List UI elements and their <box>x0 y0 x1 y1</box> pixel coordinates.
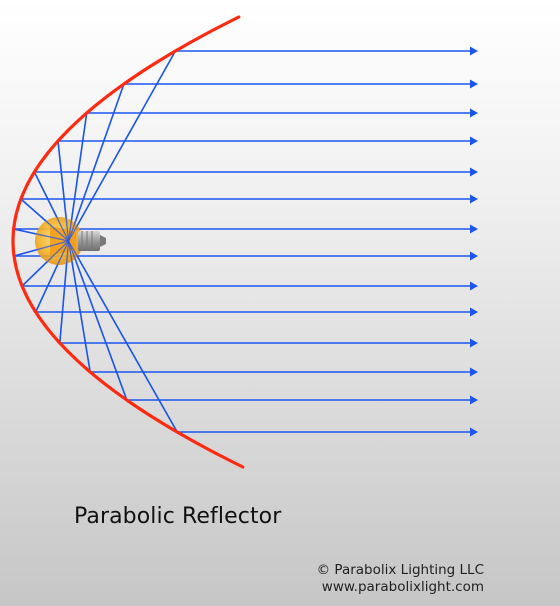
incident-ray-overlay <box>57 140 70 242</box>
arrowhead-icon <box>470 338 478 348</box>
parabolic-reflector-curve <box>11 15 245 469</box>
light-ray <box>33 167 478 242</box>
incident-ray-overlay <box>21 240 69 287</box>
incident-ray-overlay <box>35 240 70 313</box>
arrowhead-icon <box>470 167 478 177</box>
incident-ray-overlay <box>20 198 69 242</box>
light-ray <box>59 240 478 348</box>
arrowhead-icon <box>470 79 478 89</box>
copyright-credit: © Parabolix Lighting LLC www.parabolixli… <box>317 562 484 596</box>
arrowhead-icon <box>470 251 478 261</box>
incident-ray-overlay <box>13 240 69 257</box>
arrowhead-icon <box>470 307 478 317</box>
copyright-line: © Parabolix Lighting LLC <box>316 562 484 578</box>
arrowhead-icon <box>470 281 478 291</box>
light-ray <box>67 46 478 242</box>
light-ray <box>67 240 478 437</box>
incident-ray-overlay <box>68 240 178 433</box>
arrowhead-icon <box>470 46 478 56</box>
light-ray <box>57 136 478 242</box>
arrowhead-icon <box>470 224 478 234</box>
arrowhead-icon <box>470 427 478 437</box>
arrowhead-icon <box>470 136 478 146</box>
light-ray <box>67 240 478 405</box>
incident-ray-overlay <box>67 83 125 242</box>
arrowhead-icon <box>470 108 478 118</box>
diagram-title: Parabolic Reflector <box>74 504 282 529</box>
arrowhead-icon <box>470 367 478 377</box>
ray-overlay <box>13 50 178 433</box>
light-ray <box>67 108 478 242</box>
incident-ray-overlay <box>68 50 176 242</box>
arrowhead-icon <box>470 395 478 405</box>
incident-ray-overlay <box>13 228 69 242</box>
incident-ray-overlay <box>67 240 91 373</box>
light-ray <box>67 79 478 242</box>
light-ray <box>67 240 478 377</box>
incident-ray-overlay <box>59 240 70 344</box>
incident-ray-overlay <box>33 171 70 242</box>
incident-ray-overlay <box>67 112 88 242</box>
incident-ray-overlay <box>67 240 128 401</box>
arrowhead-icon <box>470 194 478 204</box>
website-line: www.parabolixlight.com <box>321 579 484 595</box>
light-ray <box>34 240 478 317</box>
